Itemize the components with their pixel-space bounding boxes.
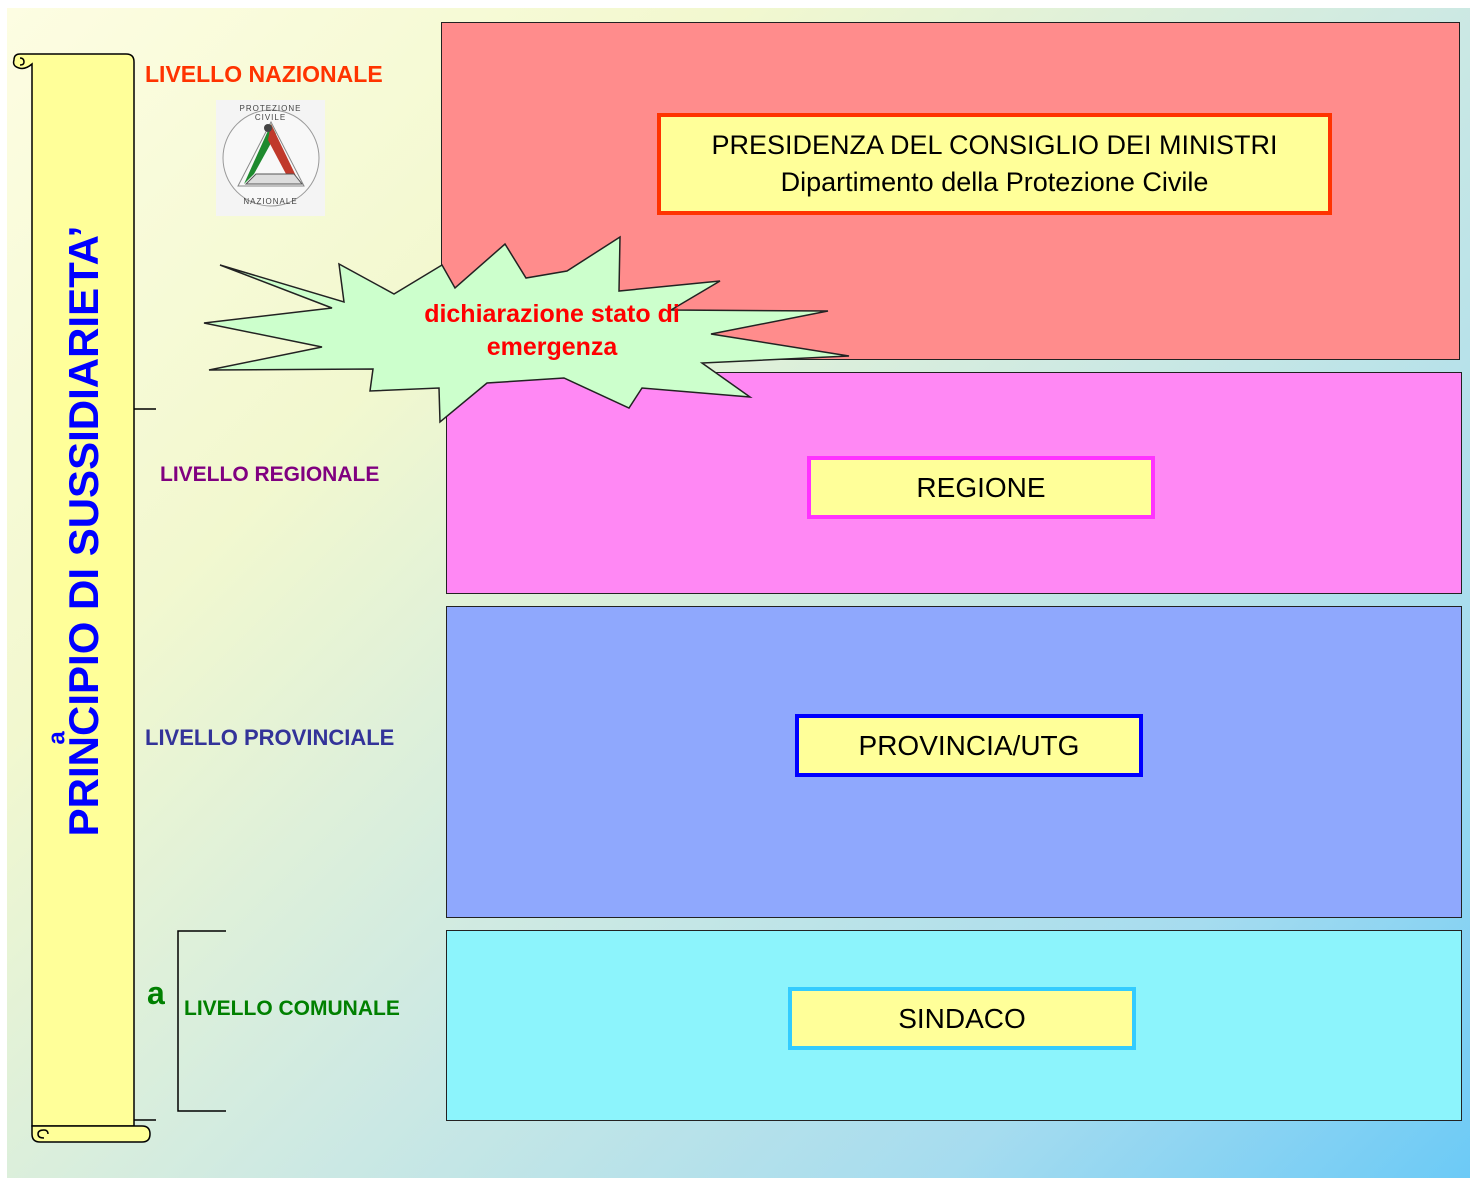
label-livello-comunale: LIVELLO COMUNALE	[184, 997, 400, 1020]
box-regione: REGIONE	[807, 456, 1155, 519]
comunale-marker: a	[147, 975, 165, 1011]
regione-label: REGIONE	[916, 471, 1046, 503]
sindaco-label: SINDACO	[898, 1002, 1026, 1034]
burst-text: dichiarazione stato di emergenza	[387, 298, 717, 364]
comunale-bracket	[177, 930, 226, 1112]
presidenza-subtitle: Dipartimento della Protezione Civile	[780, 167, 1209, 197]
box-sindaco: SINDACO	[788, 987, 1136, 1050]
label-livello-regionale: LIVELLO REGIONALE	[160, 463, 380, 486]
provincia-label: PROVINCIA/UTG	[858, 729, 1080, 761]
scroll-title: PRINCIPIO DI SUSSIDIARIETA’	[60, 225, 107, 837]
diagram-graphics	[12, 53, 850, 1143]
label-livello-nazionale: LIVELLO NAZIONALE	[145, 61, 383, 87]
protezione-civile-logo	[216, 100, 325, 216]
burst-line-2: emergenza	[486, 333, 618, 361]
label-livello-provinciale: LIVELLO PROVINCIALE	[145, 725, 395, 750]
slide-canvas: PRESIDENZA DEL CONSIGLIO DEI MINISTRI Di…	[7, 8, 1470, 1178]
box-provincia: PROVINCIA/UTG	[795, 714, 1143, 777]
logo-text-top: PROTEZIONE CIVILE	[239, 104, 302, 122]
box-presidenza: PRESIDENZA DEL CONSIGLIO DEI MINISTRI Di…	[657, 113, 1332, 215]
scroll-banner	[12, 53, 151, 1143]
presidenza-title: PRESIDENZA DEL CONSIGLIO DEI MINISTRI	[711, 130, 1278, 160]
emergency-burst	[203, 235, 850, 424]
scroll-accent-char: a	[43, 731, 71, 745]
burst-line-1: dichiarazione stato di	[424, 300, 680, 328]
logo-text-bottom: NAZIONALE	[243, 197, 298, 206]
